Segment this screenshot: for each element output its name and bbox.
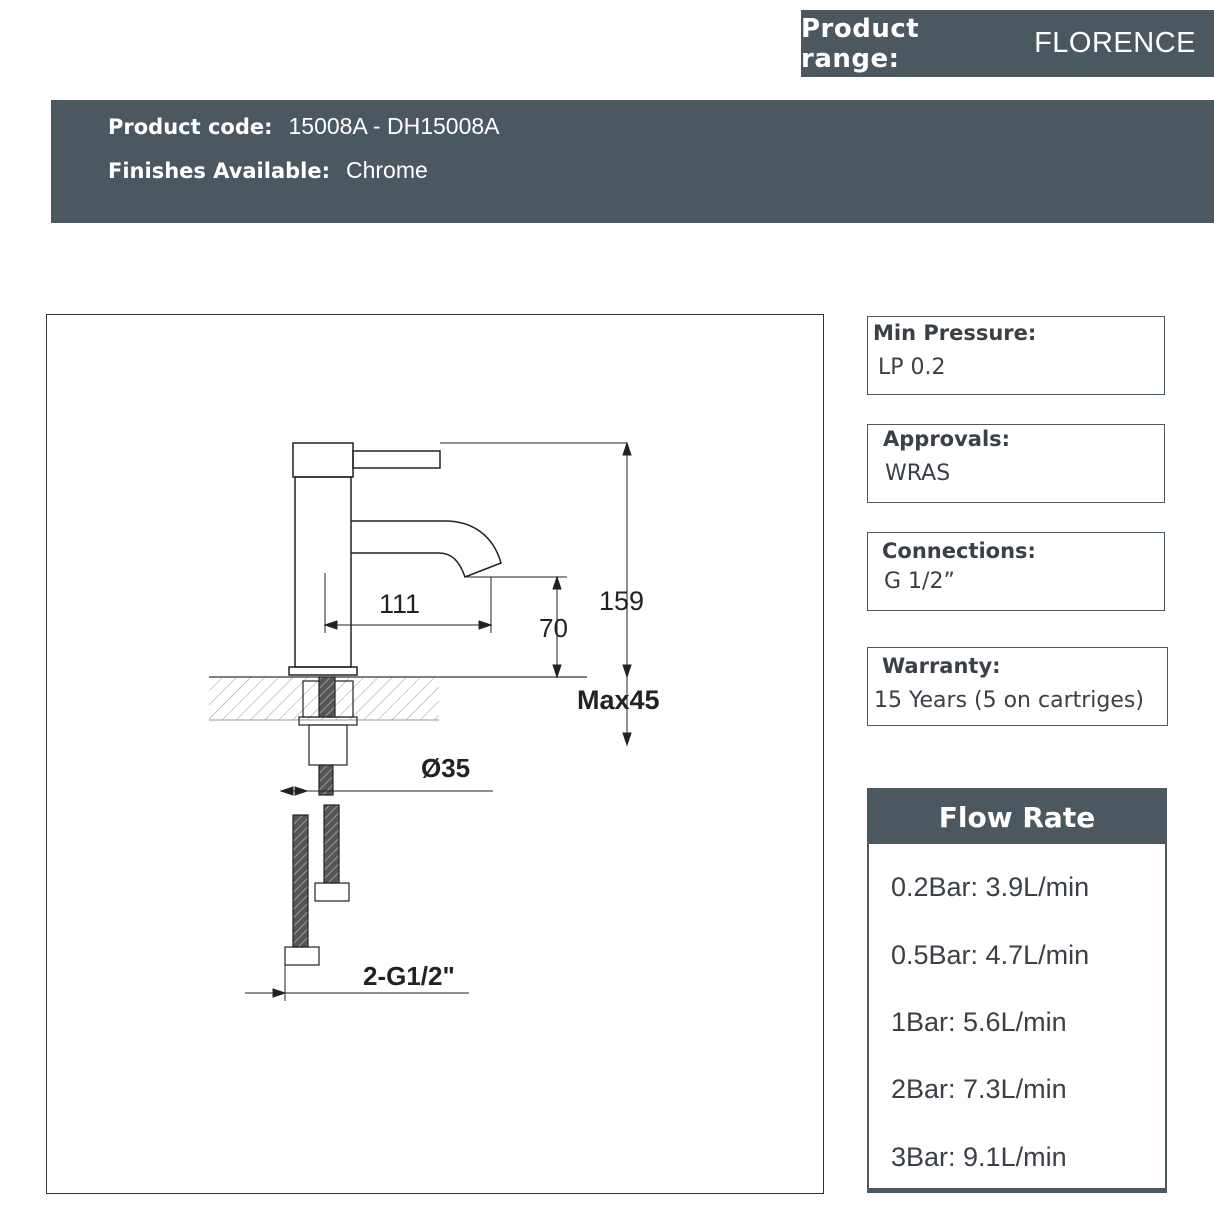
product-range-label: Product range: bbox=[801, 13, 920, 74]
warranty-value: 15 Years (5 on cartriges) bbox=[874, 688, 1144, 713]
dim-spout-reach: 111 bbox=[379, 589, 420, 619]
product-info-banner: Product code: 15008A - DH15008A Finishes … bbox=[51, 100, 1214, 223]
flow-rate-row: 2Bar: 7.3L/min bbox=[891, 1074, 1067, 1104]
technical-drawing: 111 70 159 Max45 Ø35 2-G1/2" bbox=[46, 314, 824, 1194]
dim-hole-diameter: Ø35 bbox=[421, 753, 470, 783]
flow-rate-row: 0.5Bar: 4.7L/min bbox=[891, 940, 1090, 970]
tap-diagram-svg: 111 70 159 Max45 Ø35 2-G1/2" bbox=[209, 441, 660, 1001]
product-range-value: FLORENCE bbox=[1034, 27, 1196, 59]
dim-connection: 2-G1/2" bbox=[363, 961, 455, 991]
dim-total-height: 159 bbox=[599, 586, 644, 616]
product-range-banner: Product range: FLORENCE bbox=[801, 10, 1214, 77]
finishes-label: Finishes Available: bbox=[108, 159, 330, 183]
warranty-title: Warranty: bbox=[882, 654, 1001, 678]
approvals-title: Approvals: bbox=[883, 427, 1011, 451]
min-pressure-value: LP 0.2 bbox=[878, 355, 946, 380]
connections-value: G 1/2” bbox=[884, 569, 955, 594]
dimension-lines bbox=[245, 441, 632, 1001]
flow-rate-title: Flow Rate bbox=[869, 790, 1165, 844]
connections-title: Connections: bbox=[882, 539, 1036, 563]
dim-spout-height: 70 bbox=[539, 613, 568, 643]
approvals-value: WRAS bbox=[885, 461, 951, 486]
product-code-row: Product code: 15008A - DH15008A bbox=[108, 113, 500, 140]
flow-rate-table: Flow Rate 0.2Bar: 3.9L/min 0.5Bar: 4.7L/… bbox=[867, 788, 1167, 1193]
min-pressure-box: Min Pressure: LP 0.2 bbox=[867, 316, 1165, 395]
product-code-label: Product code: bbox=[108, 115, 273, 139]
flow-rate-row: 1Bar: 5.6L/min bbox=[891, 1007, 1067, 1037]
flow-rate-row: 0.2Bar: 3.9L/min bbox=[891, 872, 1090, 902]
flow-rate-row: 3Bar: 9.1L/min bbox=[891, 1142, 1067, 1172]
under-counter-fittings bbox=[284, 676, 358, 966]
finishes-value: Chrome bbox=[346, 157, 428, 183]
product-code-value: 15008A - DH15008A bbox=[288, 113, 500, 139]
warranty-box: Warranty: 15 Years (5 on cartriges) bbox=[867, 647, 1168, 726]
tap-body bbox=[288, 442, 502, 676]
finishes-row: Finishes Available: Chrome bbox=[108, 157, 428, 184]
min-pressure-title: Min Pressure: bbox=[873, 321, 1037, 345]
connections-box: Connections: G 1/2” bbox=[867, 532, 1165, 611]
approvals-box: Approvals: WRAS bbox=[867, 424, 1165, 503]
dim-max-deck: Max45 bbox=[577, 685, 660, 715]
